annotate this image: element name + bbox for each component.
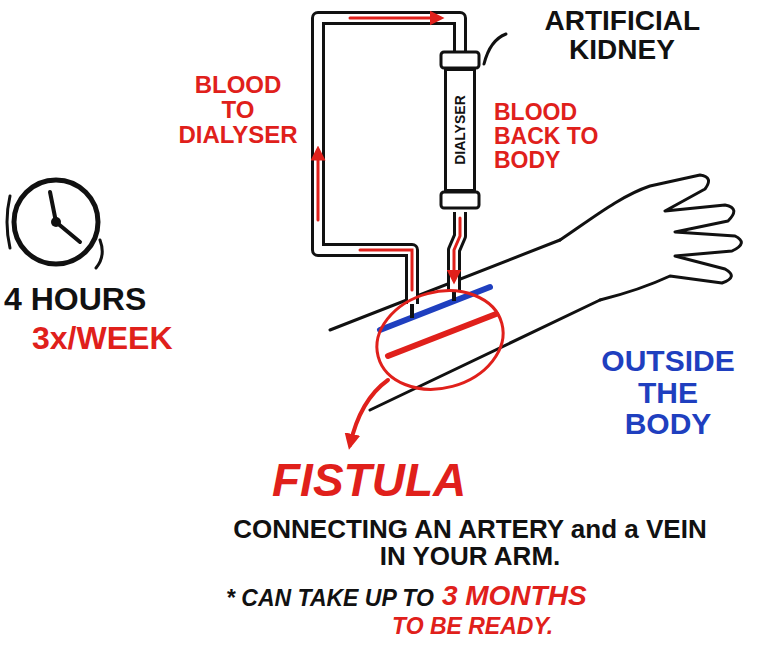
clock-icon (7, 180, 102, 268)
flow-label: BLOOD TO DIALYSER (178, 72, 297, 148)
leader-line (484, 34, 506, 64)
flow-arrow (318, 18, 460, 290)
location-label: OUTSIDE THE BODY (601, 345, 734, 440)
note-emphasis: 3 MONTHS (442, 581, 587, 610)
dialyser-caps (441, 52, 479, 208)
note-text: * CAN TAKE UP TO (226, 586, 434, 610)
note-text: TO BE READY. (392, 614, 553, 638)
flow-label: BLOOD BACK TO BODY (494, 100, 614, 172)
title-label: FISTULA (272, 456, 466, 504)
frequency-label: 3x/WEEK (32, 322, 172, 356)
artery-line (388, 314, 496, 356)
dialyser-cap (441, 52, 479, 68)
dialysis-tubing (318, 18, 460, 318)
dialyser-cap (441, 192, 479, 208)
dialyser-body: DIALYSER (444, 68, 476, 192)
dialyser-label: DIALYSER (452, 95, 468, 165)
duration-label: 4 HOURS (4, 283, 146, 317)
note-text: CONNECTING AN ARTERY and a VEIN IN YOUR … (230, 516, 710, 571)
part-label: ARTIFICIAL KIDNEY (544, 6, 699, 65)
fistula-arrow (350, 380, 388, 445)
fistula-ring (366, 277, 514, 403)
